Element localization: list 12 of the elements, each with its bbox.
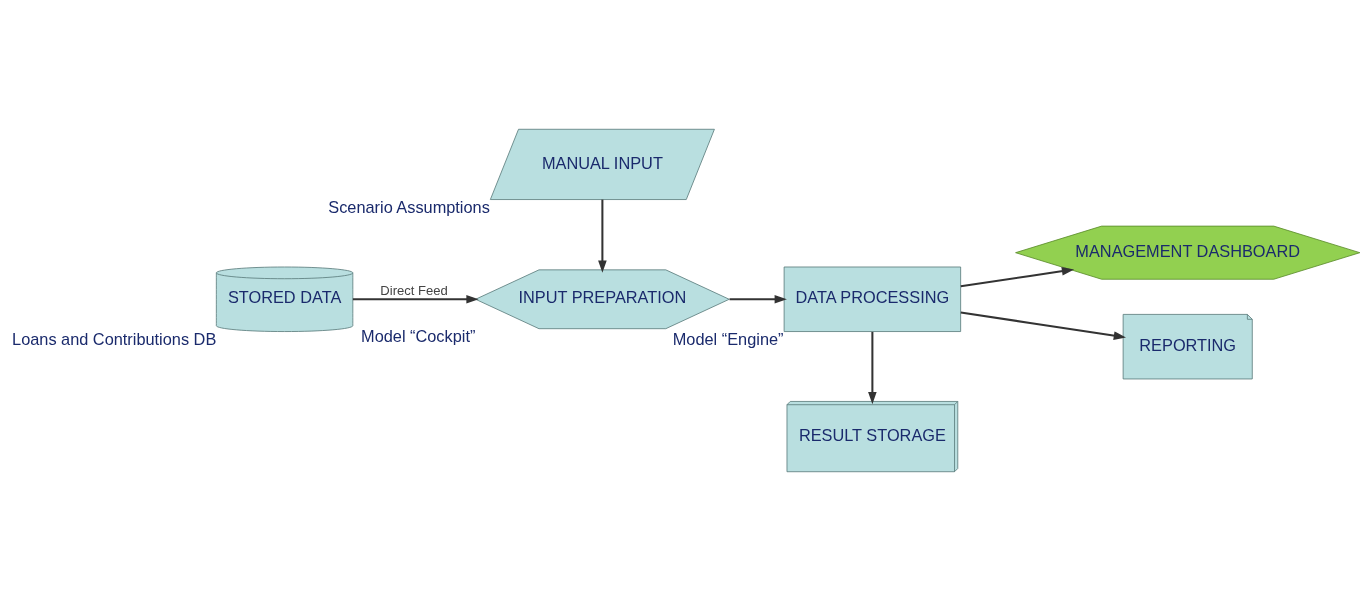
arrow bbox=[729, 294, 787, 304]
node-label: Model “Engine” bbox=[672, 329, 784, 348]
node-label: Loans and Contributions DB bbox=[12, 329, 217, 348]
node-label: Scenario Assumptions bbox=[328, 197, 490, 216]
arrow bbox=[352, 294, 479, 304]
arrow bbox=[598, 199, 607, 273]
node-box: DATA PROCESSING bbox=[783, 266, 962, 332]
arrow bbox=[960, 267, 1075, 288]
arrow bbox=[960, 311, 1126, 340]
arrow bbox=[868, 331, 877, 405]
node-label: Model “Cockpit” bbox=[361, 326, 476, 345]
edge-label: Direct Feed bbox=[380, 283, 448, 299]
